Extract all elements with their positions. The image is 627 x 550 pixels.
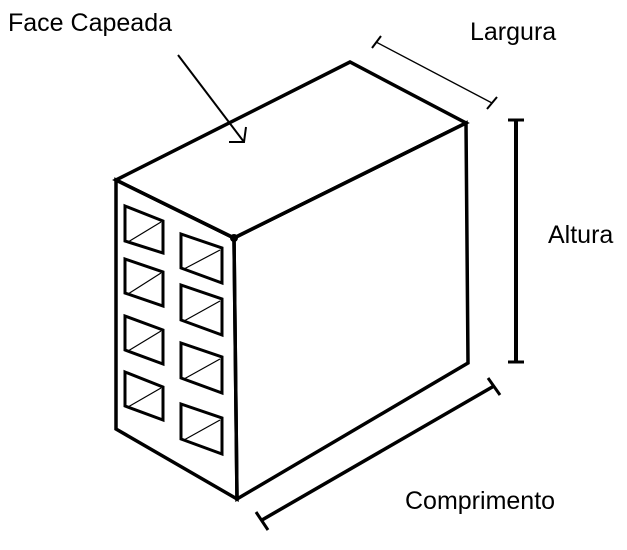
altura-label: Altura [548,221,613,249]
hole [179,401,224,457]
width-dimension-line [371,35,498,110]
brick-right-face [232,120,470,503]
comprimento-label: Comprimento [405,487,555,515]
length-dimension-line [254,377,502,531]
brick-holes [123,203,224,457]
height-dimension-line [508,118,524,364]
brick-front-face [114,177,239,503]
face-capeada-label: Face Capeada [8,9,172,37]
hole [179,340,224,396]
top-face-arrow [177,54,247,143]
brick [112,60,470,503]
brick-corner-dot [230,234,238,242]
hole [123,256,165,309]
hole [123,313,165,367]
hole [179,231,224,286]
largura-label: Largura [470,18,556,46]
hole [123,203,165,256]
hole [123,369,165,423]
hole [179,282,224,338]
